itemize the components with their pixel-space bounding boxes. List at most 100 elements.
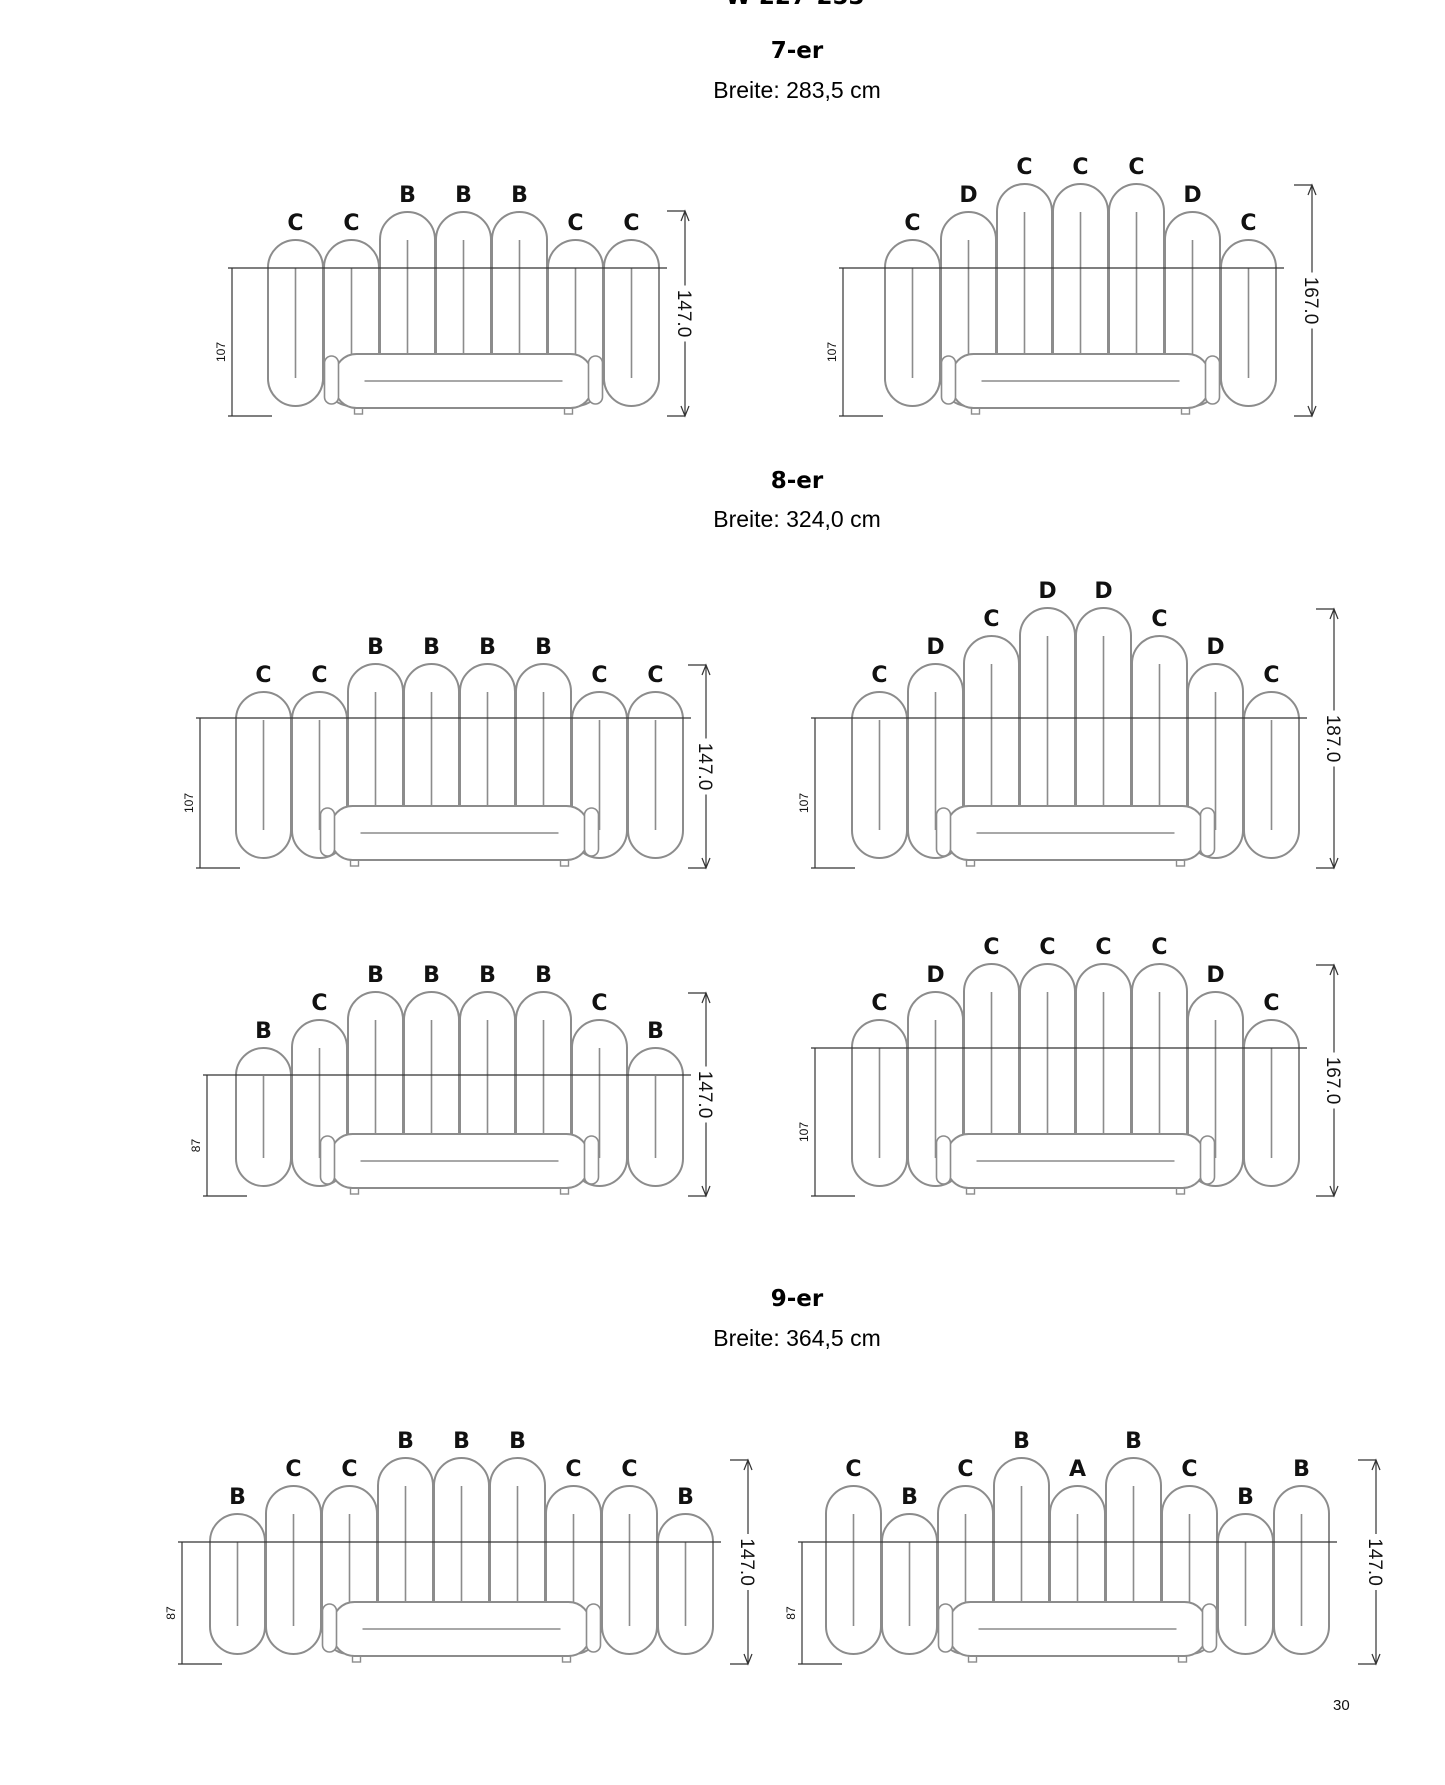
module-letter: C	[1095, 935, 1111, 960]
low-height-label: 107	[797, 793, 811, 813]
total-height-label: 187.0	[1322, 715, 1343, 763]
total-height-label: 147.0	[736, 1538, 757, 1586]
arrow-down	[743, 1653, 753, 1666]
label-gap	[694, 1066, 718, 1123]
foot-right	[561, 1655, 572, 1663]
module-letter: B	[397, 1429, 414, 1454]
module-letter: C	[285, 1457, 301, 1482]
module-letter: C	[647, 663, 663, 688]
module-letter: B	[399, 183, 416, 208]
low-height-label: 87	[189, 1139, 203, 1153]
section-title: 7-er	[771, 38, 824, 64]
module-letter: B	[511, 183, 528, 208]
armrest-left	[937, 1603, 954, 1653]
module-letter: B	[647, 1019, 664, 1044]
foot-left	[970, 407, 981, 415]
back-cushion	[657, 1513, 714, 1655]
module-letter: D	[926, 635, 944, 660]
total-height-label: 147.0	[694, 743, 715, 791]
module-letter: C	[1128, 155, 1144, 180]
armrest-right	[587, 355, 604, 405]
back-cushion	[627, 1047, 684, 1187]
label-gap	[1300, 272, 1324, 329]
back-cushion	[1220, 239, 1277, 407]
arrow-up	[701, 663, 711, 676]
total-height-label: 167.0	[1322, 1057, 1343, 1105]
module-letter: C	[623, 211, 639, 236]
module-letter: B	[901, 1485, 918, 1510]
low-height-label: 87	[784, 1606, 798, 1620]
armrest-right	[583, 807, 600, 857]
module-letter: C	[341, 1457, 357, 1482]
foot-left	[965, 1187, 976, 1195]
foot-left	[967, 1655, 978, 1663]
foot-right	[1177, 1655, 1188, 1663]
arrow-up	[1329, 607, 1339, 620]
module-letter: B	[1013, 1429, 1030, 1454]
armrest-right	[1201, 1603, 1218, 1653]
armrest-right	[1199, 1135, 1216, 1185]
module-letter: B	[255, 1019, 272, 1044]
arrow-up	[1307, 183, 1317, 196]
total-height-label: 147.0	[694, 1071, 715, 1119]
section-title: 9-er	[771, 1286, 824, 1312]
module-letter: C	[1016, 155, 1032, 180]
total-height-label: 147.0	[673, 290, 694, 338]
foot-right	[1175, 859, 1186, 867]
foot-right	[559, 1187, 570, 1195]
module-letter: C	[845, 1457, 861, 1482]
module-letter: C	[311, 663, 327, 688]
module-letter: C	[1263, 991, 1279, 1016]
module-letter: C	[871, 991, 887, 1016]
foot-left	[351, 1655, 362, 1663]
module-letter: D	[1094, 579, 1112, 604]
module-letter: C	[287, 211, 303, 236]
armrest-left	[319, 807, 336, 857]
arrow-down	[1329, 857, 1339, 870]
module-letter: C	[621, 1457, 637, 1482]
section-width-label: Breite: 364,5 cm	[713, 1325, 880, 1351]
armrest-left	[321, 1603, 338, 1653]
armrest-left	[323, 355, 340, 405]
section-title: 8-er	[771, 468, 824, 494]
module-letter: C	[1263, 663, 1279, 688]
module-letter: C	[871, 663, 887, 688]
module-letter: D	[959, 183, 977, 208]
foot-left	[965, 859, 976, 867]
module-letter: B	[1237, 1485, 1254, 1510]
module-letter: C	[1151, 935, 1167, 960]
label-gap	[673, 285, 697, 342]
armrest-left	[940, 355, 957, 405]
module-letter: C	[983, 607, 999, 632]
module-letter: B	[455, 183, 472, 208]
low-height-label: 107	[825, 342, 839, 362]
module-letter: B	[423, 963, 440, 988]
section-width-label: Breite: 324,0 cm	[713, 506, 880, 532]
arrow-down	[701, 1185, 711, 1198]
armrest-right	[585, 1603, 602, 1653]
module-letter: B	[367, 963, 384, 988]
module-letter: B	[479, 635, 496, 660]
total-height-label: 167.0	[1300, 277, 1321, 325]
arrow-up	[701, 991, 711, 1004]
module-letter: C	[591, 991, 607, 1016]
module-letter: B	[479, 963, 496, 988]
arrow-up	[1329, 963, 1339, 976]
foot-right	[563, 407, 574, 415]
module-letter: B	[423, 635, 440, 660]
module-letter: C	[1151, 607, 1167, 632]
module-letter: B	[1293, 1457, 1310, 1482]
label-gap	[1364, 1534, 1388, 1590]
module-letter: B	[535, 635, 552, 660]
module-letter: C	[904, 211, 920, 236]
section-width-label: Breite: 283,5 cm	[713, 77, 880, 103]
module-letter: C	[591, 663, 607, 688]
module-letter: D	[1206, 963, 1224, 988]
back-cushion	[603, 239, 660, 407]
armrest-left	[319, 1135, 336, 1185]
